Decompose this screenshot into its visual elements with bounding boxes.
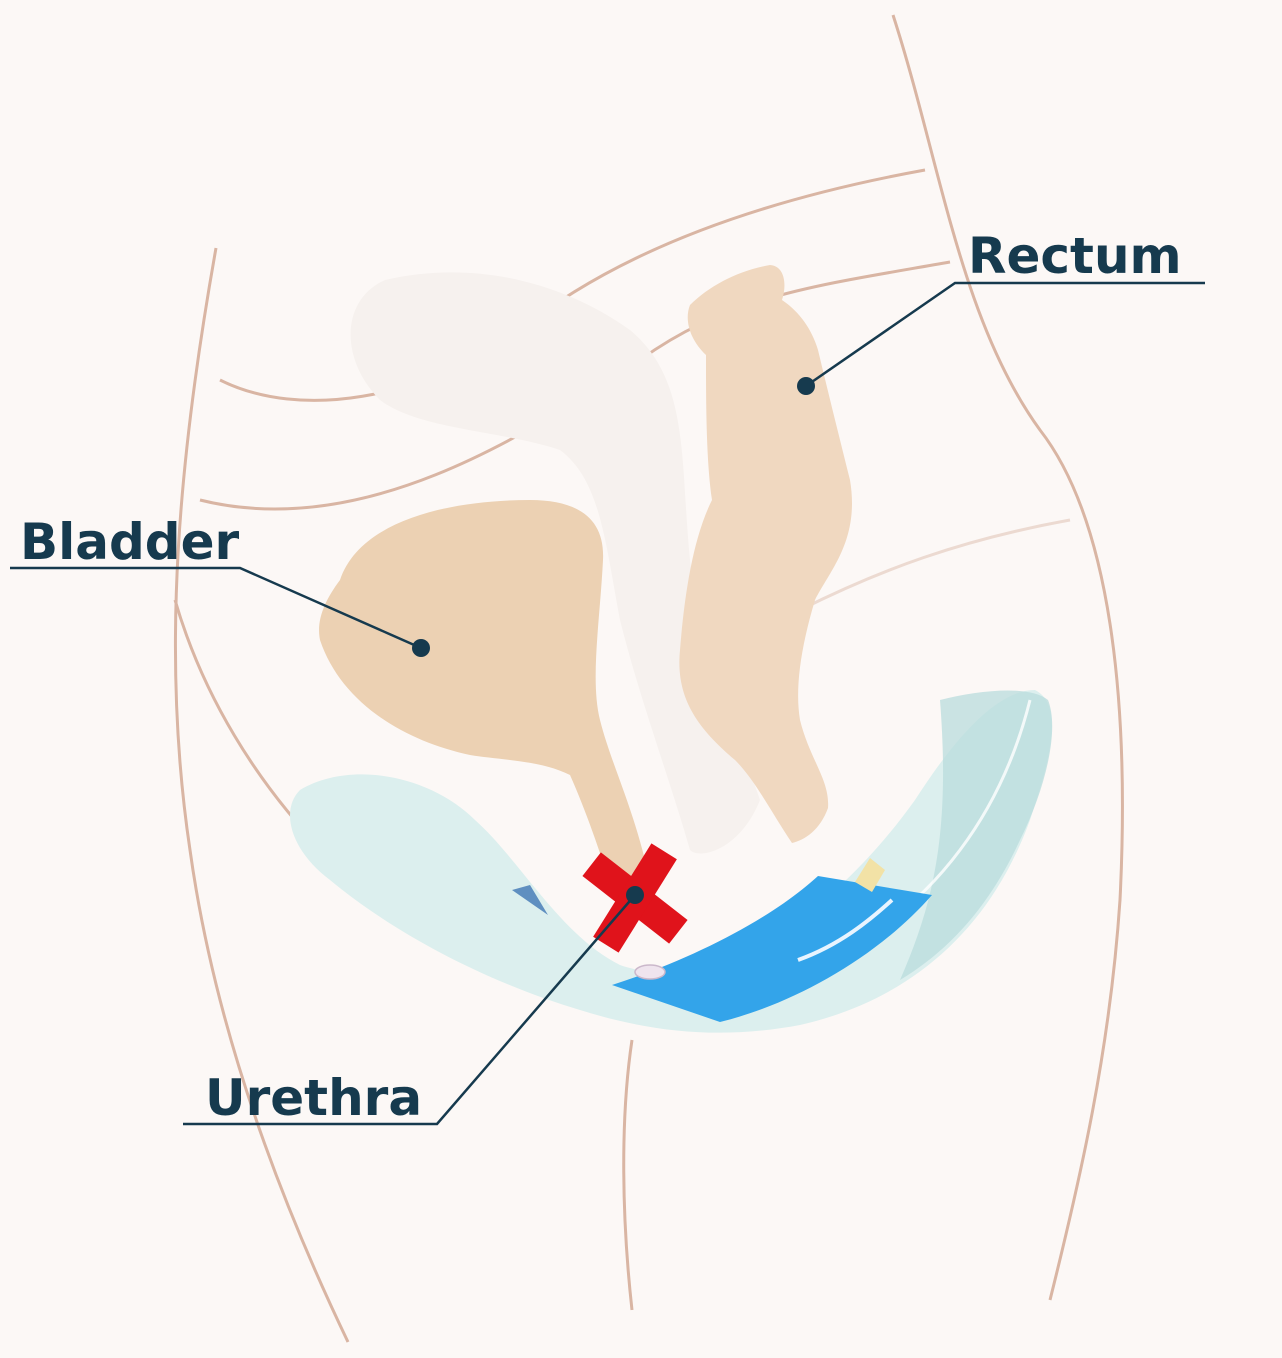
rectum-marker bbox=[797, 377, 815, 395]
inner-line bbox=[799, 518, 1071, 612]
back-outline bbox=[891, 14, 1124, 1301]
leader-lines bbox=[10, 281, 1205, 1126]
bladder-leader-line bbox=[10, 566, 422, 650]
urethra-marker bbox=[626, 886, 644, 904]
urethra-leader-line bbox=[183, 894, 636, 1126]
rectum-leader-line bbox=[805, 281, 1205, 388]
sheet-fold bbox=[512, 885, 548, 915]
bladder-label: Bladder bbox=[20, 513, 239, 571]
front-outline bbox=[173, 247, 350, 1343]
small-particle bbox=[634, 964, 666, 980]
rectum-label: Rectum bbox=[968, 227, 1182, 285]
small-particle bbox=[855, 858, 885, 892]
urethra-label: Urethra bbox=[205, 1069, 422, 1127]
sheet-highlight bbox=[797, 898, 894, 962]
leg-split-line bbox=[622, 1039, 634, 1311]
absorbent-sheet bbox=[612, 876, 932, 1022]
bladder-shape bbox=[319, 500, 650, 920]
pad-wing bbox=[900, 690, 1053, 980]
bladder-marker bbox=[412, 639, 430, 657]
uterus-shape bbox=[350, 272, 760, 854]
rectum-shape bbox=[679, 265, 852, 843]
